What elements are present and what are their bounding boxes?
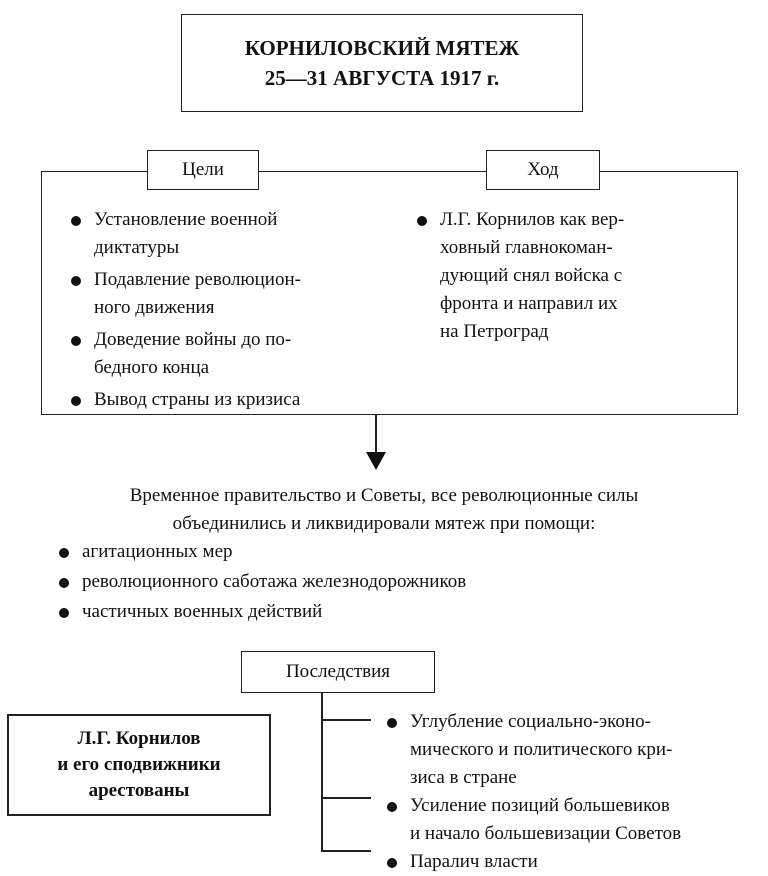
consequences-branch-3 bbox=[321, 850, 371, 852]
course-list: Л.Г. Корнилов как вер-ховный главнокоман… bbox=[410, 206, 720, 346]
consequences-list: Углубление социально-эконо-мического и п… bbox=[380, 708, 766, 876]
panel-top-left-edge bbox=[41, 171, 147, 172]
suppression-text: Временное правительство и Советы, все ре… bbox=[0, 482, 768, 538]
suppression-item: частичных военных действий bbox=[52, 598, 702, 626]
panel-top-middle-edge bbox=[259, 171, 486, 172]
title-box: КОРНИЛОВСКИЙ МЯТЕЖ 25—31 АВГУСТА 1917 г. bbox=[181, 14, 583, 112]
consequences-item: Углубление социально-эконо-мического и п… bbox=[380, 708, 766, 792]
consequences-vertical-line bbox=[321, 693, 323, 851]
suppression-line-1: Временное правительство и Советы, все ре… bbox=[129, 485, 639, 506]
goals-label: Цели bbox=[182, 159, 224, 180]
goals-label-box: Цели bbox=[147, 150, 259, 190]
down-arrow-icon bbox=[366, 452, 386, 470]
suppression-item: агитационных мер bbox=[52, 538, 702, 566]
title-line-2: 25—31 АВГУСТА 1917 г. bbox=[264, 66, 500, 90]
course-label-box: Ход bbox=[486, 150, 600, 190]
suppression-item: революционного саботажа железнодорожнико… bbox=[52, 568, 702, 596]
course-item: Л.Г. Корнилов как вер-ховный главнокоман… bbox=[410, 206, 720, 346]
goals-course-panel bbox=[41, 171, 738, 415]
panel-top-right-edge bbox=[600, 171, 738, 172]
goals-item: Подавление революцион-ного движения bbox=[64, 266, 384, 322]
consequences-branch-1 bbox=[321, 719, 371, 721]
down-arrow-shaft bbox=[375, 415, 377, 457]
goals-item: Доведение войны до по-бедного конца bbox=[64, 326, 384, 382]
consequences-item: Паралич власти bbox=[380, 848, 766, 876]
course-label: Ход bbox=[527, 159, 559, 180]
arrest-box: Л.Г. Корнилов и его сподвижники арестова… bbox=[7, 714, 271, 816]
suppression-line-2: объединились и ликвидировали мятеж при п… bbox=[172, 513, 596, 534]
consequences-label-box: Последствия bbox=[241, 651, 435, 693]
consequences-branch-2 bbox=[321, 797, 371, 799]
arrest-line-2: и его сподвижники bbox=[57, 754, 221, 775]
goals-item: Вывод страны из кризиса bbox=[64, 386, 384, 414]
arrest-line-3: арестованы bbox=[88, 780, 190, 801]
consequences-label: Последствия bbox=[285, 661, 391, 682]
arrest-line-1: Л.Г. Корнилов bbox=[77, 728, 201, 749]
suppression-list: агитационных мер революционного саботажа… bbox=[52, 538, 702, 626]
title-line-1: КОРНИЛОВСКИЙ МЯТЕЖ bbox=[244, 36, 520, 60]
